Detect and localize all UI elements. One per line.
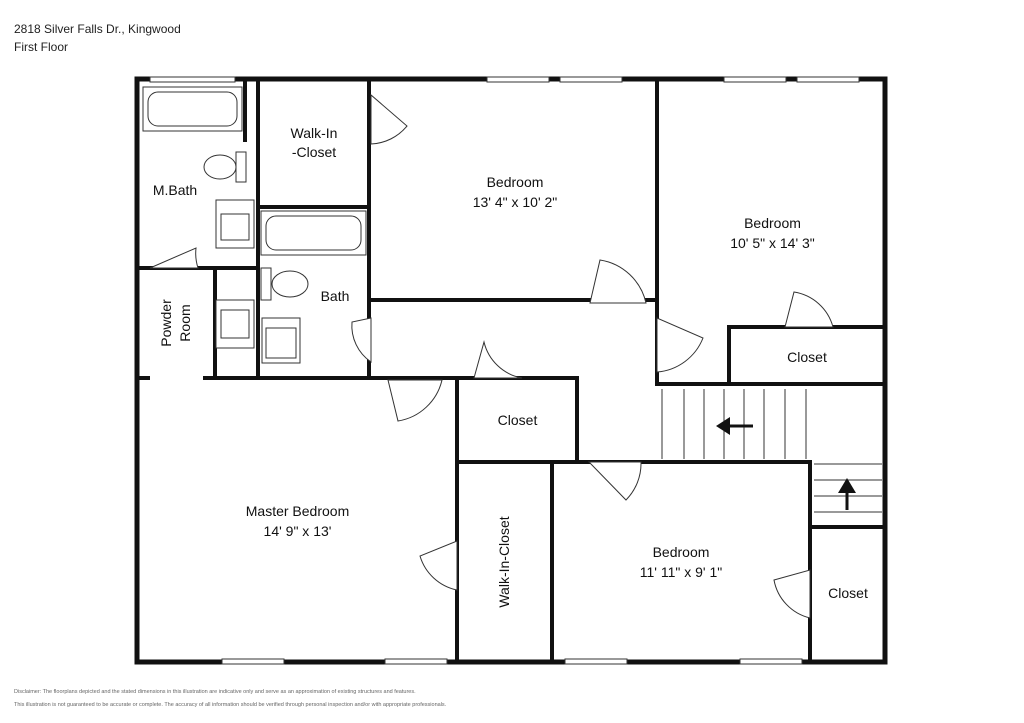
room-dimensions: 13' 4" x 10' 2"	[472, 194, 558, 210]
room-label: Room	[177, 304, 193, 342]
room-label: Powder	[158, 299, 174, 347]
room-closet-bottom-right: Closet	[828, 585, 868, 601]
room-closet-right: Closet	[787, 349, 827, 365]
room-label: Bedroom	[486, 174, 544, 190]
fixtures	[142, 86, 367, 364]
floor-label: First Floor	[14, 40, 68, 54]
room-dimensions: 10' 5" x 14' 3"	[730, 235, 815, 251]
room-powder-room: Powder Room	[157, 278, 197, 368]
room-bedroom-right: Bedroom 10' 5" x 14' 3"	[665, 213, 880, 253]
room-dimensions: 14' 9" x 13'	[263, 523, 332, 539]
room-walk-in-closet-top: Walk-In -Closet	[262, 124, 366, 162]
stair-arrow-left-icon	[716, 417, 753, 435]
room-dimensions: 11' 11" x 9' 1"	[639, 564, 723, 580]
room-bedroom-bottom: Bedroom 11' 11" x 9' 1"	[555, 542, 807, 582]
room-bedroom-top: Bedroom 13' 4" x 10' 2"	[380, 172, 650, 212]
room-walk-in-closet-bottom: Walk-In-Closet	[496, 516, 512, 608]
property-address: 2818 Silver Falls Dr., Kingwood	[14, 22, 181, 36]
room-label: Bedroom	[744, 215, 801, 231]
room-master-bath: M.Bath	[152, 182, 198, 198]
room-label: -Closet	[291, 144, 337, 160]
room-closet-hall: Closet	[497, 412, 538, 428]
stairs	[661, 389, 882, 513]
stair-arrow-up-icon	[838, 478, 856, 510]
doors	[149, 93, 834, 619]
room-master-bedroom: Master Bedroom 14' 9" x 13'	[140, 501, 455, 541]
toilet-icon	[260, 267, 272, 301]
room-label: Bedroom	[652, 544, 710, 560]
disclaimer-line-2: This illustration is not guaranteed to b…	[14, 702, 447, 708]
room-bath: Bath	[320, 288, 350, 304]
disclaimer-line-1: Disclaimer: The floorplans depicted and …	[14, 689, 416, 695]
room-label: Master Bedroom	[245, 503, 350, 519]
toilet-icon	[235, 151, 247, 183]
windows	[149, 76, 860, 665]
room-label: Walk-In	[290, 125, 338, 141]
